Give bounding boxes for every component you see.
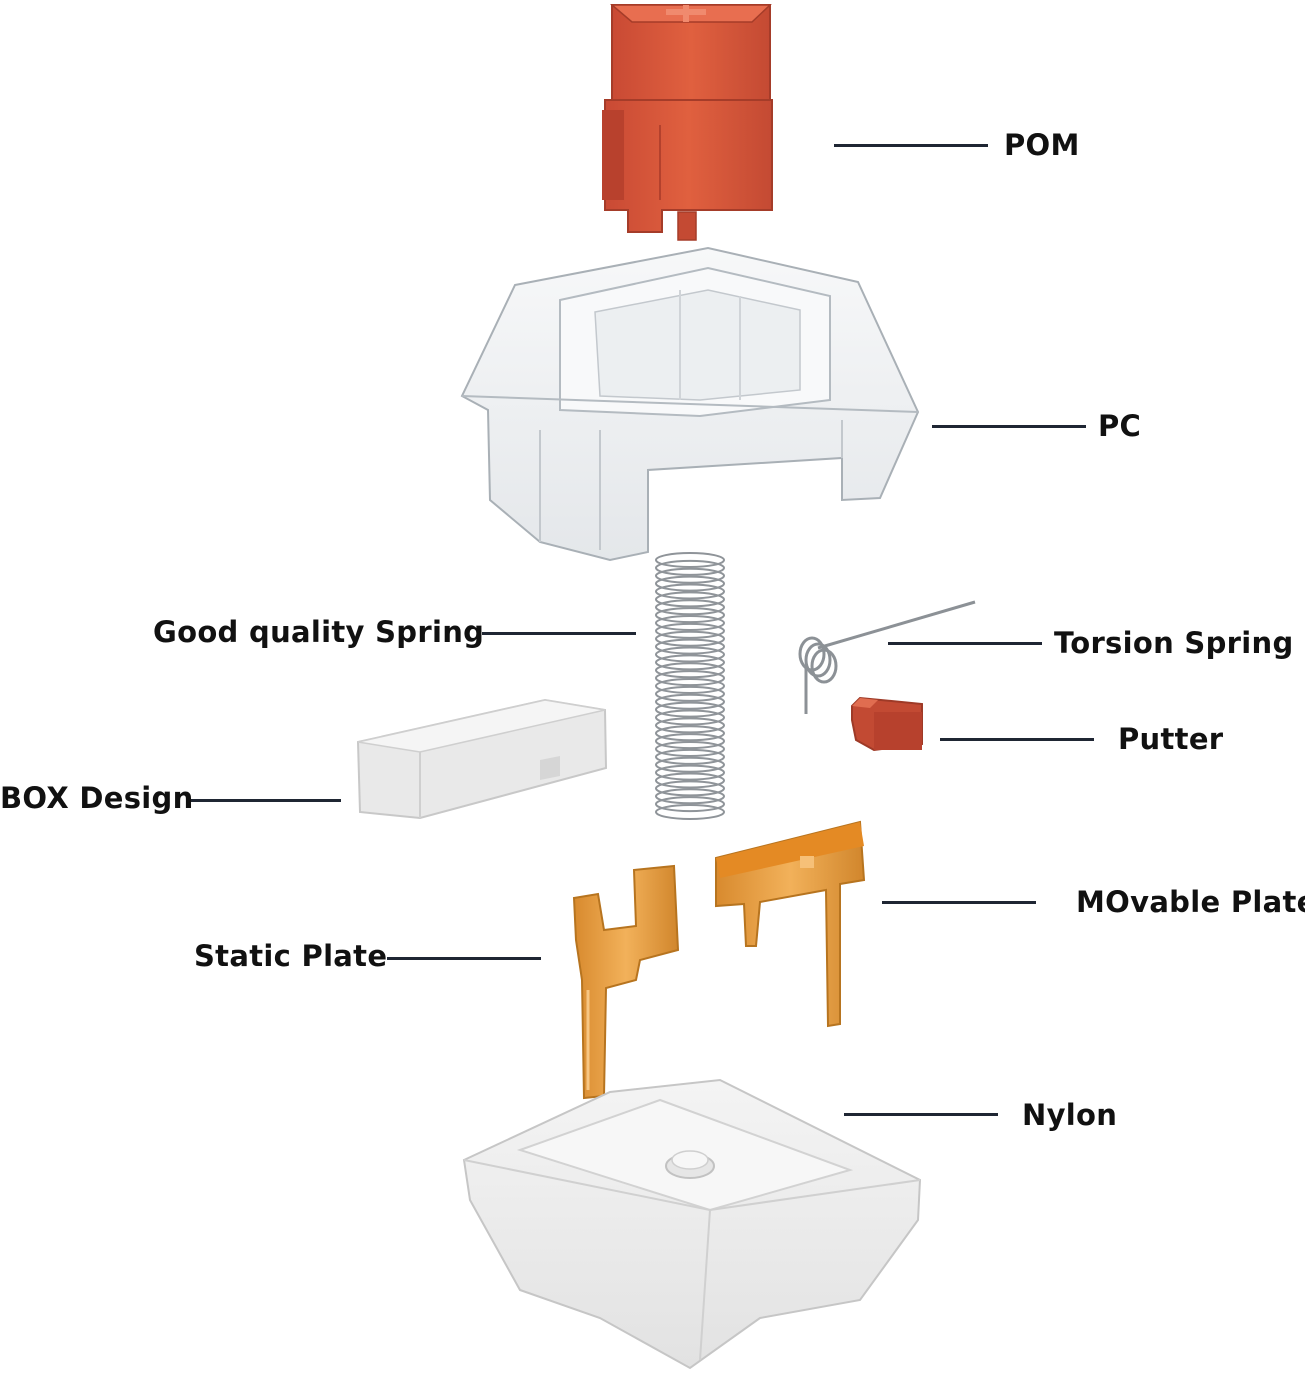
static-plate-part [572,864,680,1100]
torsion-spring-label: Torsion Spring [1054,626,1294,660]
spring-leader-line [482,632,636,635]
spring-label: Good quality Spring [153,615,485,649]
spring-coil [655,567,725,584]
pom-leader-line [834,144,988,147]
spring-coil [655,725,725,742]
spring-coil [655,575,725,592]
spring-coil [655,685,725,702]
putter-part [851,696,923,752]
spring-coil [655,615,725,631]
spring-coil [655,662,725,679]
spring-coil [655,709,725,726]
putter-leader-line [940,738,1094,741]
main-spring-part [655,552,725,820]
spring-coil [655,622,725,639]
pom-stem-part [602,4,773,241]
spring-coil [655,804,725,820]
spring-coil [655,591,725,608]
spring-coil [655,796,725,813]
pc-leader-line [932,425,1086,428]
spring-coil [655,693,725,710]
movable-plate-part [715,820,866,1028]
spring-coil [655,717,725,734]
nylon-bottom-housing-part [462,1078,922,1370]
box-design-label: BOX Design [0,781,194,815]
spring-coil [655,638,725,655]
spring-coil [655,733,725,750]
spring-coil [655,607,725,624]
pc-label: PC [1098,409,1142,443]
spring-coil [655,630,725,647]
box-design-part [356,698,608,820]
spring-coil [655,701,725,718]
torsion-spring-leader-line [888,642,1042,645]
spring-coil [655,764,725,781]
static-plate-label: Static Plate [194,939,388,973]
spring-coil [655,748,725,765]
spring-coil [655,678,725,694]
spring-coil [655,670,725,687]
torsion-spring-part [798,600,976,714]
spring-coil [655,788,725,805]
box-design-leader-line [187,799,341,802]
pom-label: POM [1004,128,1080,162]
spring-coil [655,780,725,797]
spring-coil [655,772,725,789]
putter-label: Putter [1118,722,1224,756]
spring-coil [655,646,725,663]
spring-coil [655,654,725,671]
nylon-leader-line [844,1113,998,1116]
spring-coil [655,583,725,600]
spring-coil [655,599,725,616]
movable-plate-label: MOvable Plate [1076,885,1305,919]
spring-coil [655,559,725,576]
pc-top-housing-part [460,246,920,562]
spring-coil [655,552,725,568]
static-plate-leader-line [387,957,541,960]
spring-coil [655,741,725,757]
nylon-label: Nylon [1022,1098,1118,1132]
movable-plate-leader-line [882,901,1036,904]
spring-coil [655,756,725,773]
